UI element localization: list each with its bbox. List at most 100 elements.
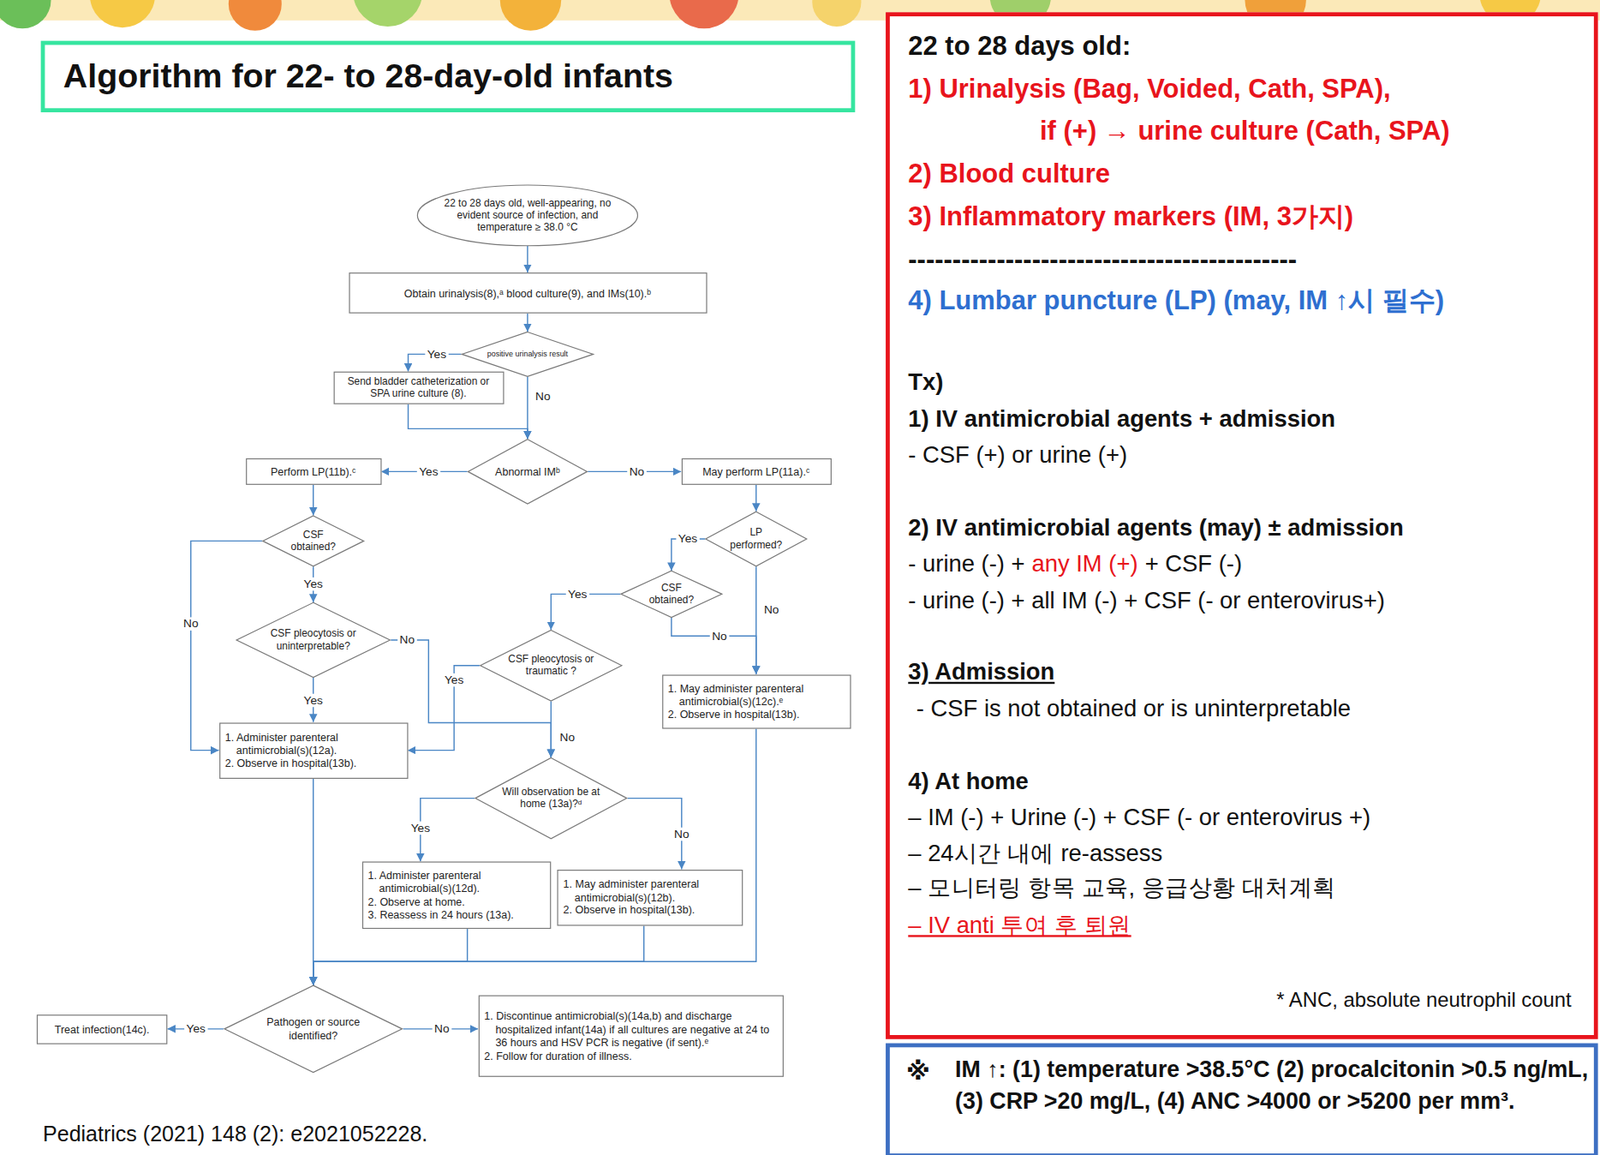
note-panel: ※IM ↑: (1) temperature >38.5°C (2) proca… [885,1043,1599,1155]
note-text: – IM (-) + Urine (-) + CSF (- or enterov… [907,803,1371,832]
note-text: 3) Inflammatory markers (IM, 3가지) [907,201,1354,233]
edge-label: Yes [408,821,432,835]
diamond-shape [467,439,587,504]
diamond-outline [262,515,365,568]
text-block: 1. May administer parenteral antimicrobi… [563,877,738,917]
note-text: - CSF (+) or urine (+) [907,441,1128,470]
node-text: Send bladder catheterization or SPA urin… [339,375,498,400]
node-text: 2. Observe in hospital(13b). [668,707,845,721]
note-text: Tx) [907,368,944,397]
deco-circle [352,0,423,27]
node-text: CSF pleocytosis or traumatic ? [505,652,598,678]
node-text: Pathogen or source identified? [256,1015,371,1042]
flow-connector [313,925,645,986]
node-text: Will observation be at home (13a)?ᵈ [501,785,600,811]
edge-label: No [557,730,577,744]
flow-connector [312,777,314,985]
text-block: Send bladder catheterization or SPA urin… [339,375,498,400]
note-text: if (+) → urine culture (Cath, SPA) [1039,115,1451,148]
note-text: - urine (-) + [907,549,1025,579]
deco-circle [0,0,52,29]
diamond-shape [262,515,365,567]
edge-label: Yes [184,1021,208,1035]
process-box: Send bladder catheterization or SPA urin… [333,371,504,405]
node-text: CSF pleocytosis or uninterpretable? [263,626,364,652]
edge-label: No [533,389,553,403]
text-block: 22 to 28 days old, well-appearing, no ev… [438,197,617,235]
text-block: May perform LP(11a).ᶜ [686,465,825,478]
node-text: May perform LP(11a).ᶜ [686,465,825,478]
note-text: 4) Lumbar puncture (LP) (may, IM ↑시 필수) [907,285,1445,317]
flow-connector [526,313,528,332]
deco-circle [89,0,156,28]
text-block: CSF pleocytosis or uninterpretable? [263,626,364,652]
deco-circle [811,0,861,27]
decision-diamond: Will observation be at home (13a)?ᵈ [474,757,628,839]
edge-label: Yes [566,587,590,601]
decision-diamond: positive urinalysis result [460,331,594,377]
note-text: 3) Admission [907,658,1055,687]
node-text: 2. Observe in hospital(13b). [563,903,738,917]
flow-connector [313,928,468,986]
diamond-shape [480,629,622,701]
deco-circle [669,0,740,29]
edge-label: No [181,616,201,630]
decision-diamond: LP performed? [704,511,807,567]
node-text: positive urinalysis result [484,349,570,359]
text-block: Will observation be at home (13a)?ᵈ [501,785,600,811]
node-text: Abnormal IMᵇ [489,465,567,478]
note-text: - urine (-) + all IM (-) + CSF (- or ent… [907,586,1385,615]
process-box: 1. May administer parenteral antimicrobi… [662,674,851,729]
diamond-shape [236,602,390,677]
process-box: 1. Discontinue antimicrobial(s)(14a,b) a… [477,995,783,1077]
note-text: 2) Blood culture [907,158,1111,191]
decision-diamond: CSF pleocytosis or uninterpretable? [235,602,391,678]
text-block: 1. Administer parenteral antimicrobial(s… [225,730,402,771]
ellipse-shape [417,185,638,246]
node-text: LP performed? [723,526,789,552]
slide-title: Algorithm for 22- to 28-day-old infants [41,41,856,113]
note-text: ----------------------------------------… [907,244,1297,276]
flow-connector [671,617,757,675]
edge-label: Yes [442,673,466,687]
edge-label: Yes [424,347,448,361]
diamond-shape [475,757,627,838]
note-text: IM ↑: (1) temperature >38.5°C (2) procal… [955,1052,1590,1117]
process-box: Treat infection(14c). [36,1014,168,1045]
text-block: Obtain urinalysis(8),ᵃ blood culture(9),… [354,286,701,299]
note-text: any IM (+) [1031,549,1138,579]
node-text: 1. Administer parenteral antimicrobial(s… [225,730,402,757]
note-panel: 22 to 28 days old:1) Urinalysis (Bag, Vo… [885,11,1599,1039]
diamond-shape [461,331,593,377]
text-block: Pathogen or source identified? [256,1015,371,1042]
text-block: Treat infection(14c). [42,1021,162,1035]
flow-connector [755,484,757,512]
node-text: 3. Reassess in 24 hours (13a). [367,907,544,921]
node-text: 1. May administer parenteral antimicrobi… [668,681,845,708]
diamond-shape [224,985,403,1072]
node-text: 1. Administer parenteral antimicrobial(s… [367,868,544,895]
node-text: CSF obtained? [638,581,705,607]
decision-diamond: CSF obtained? [620,570,723,618]
note-text: – 모니터링 항목 교육, 응급상황 대처계획 [907,873,1336,902]
text-block: CSF obtained? [280,528,347,554]
flow-connector [550,700,552,758]
process-box: Obtain urinalysis(8),ᵃ blood culture(9),… [348,272,707,314]
note-text: 1) IV antimicrobial agents + admission [907,405,1336,434]
decision-diamond: CSF pleocytosis or traumatic ? [479,629,623,701]
node-text: 2. Follow for duration of illness. [483,1048,777,1062]
note-text: 4) At home [907,767,1029,796]
text-block: 1. May administer parenteral antimicrobi… [668,681,845,722]
node-text: 2. Observe in hospital(13b). [225,756,402,770]
process-box: 1. Administer parenteral antimicrobial(s… [219,722,408,779]
note-text: - CSF is not obtained or is uninterpreta… [916,695,1351,724]
flow-connector [408,404,528,440]
note-text: + CSF (-) [1145,549,1242,579]
edge-label: No [432,1021,452,1035]
flow-connector [312,484,314,516]
edge-label: No [397,632,417,646]
text-block: CSF pleocytosis or traumatic ? [505,652,598,678]
note-text: – IV anti 투여 후 퇴원 [907,911,1131,940]
note-text: 1) Urinalysis (Bag, Voided, Cath, SPA), [907,73,1391,106]
